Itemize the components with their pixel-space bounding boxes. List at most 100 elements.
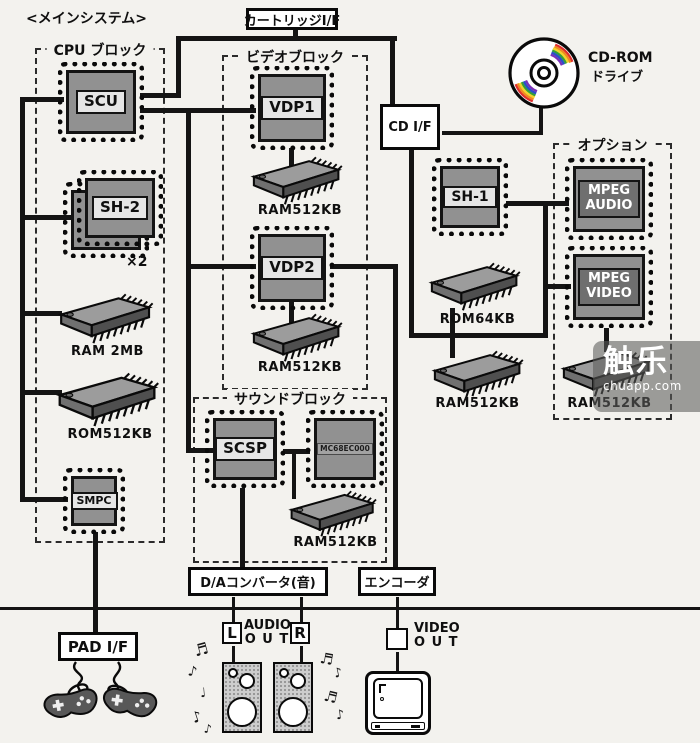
cdrom-drive-label-line2: ドライブ xyxy=(591,70,644,85)
connector-line xyxy=(140,93,181,98)
ram-2mb-label: RAM 2MB xyxy=(71,344,144,359)
connector-line xyxy=(450,308,455,358)
encoder-box: エンコーダ xyxy=(358,567,436,596)
connector-line xyxy=(409,333,548,338)
music-note-icon: ♬ xyxy=(322,686,340,708)
ram-512kb-sound-chip-icon xyxy=(283,490,383,538)
connector-line xyxy=(409,150,414,338)
watermark: 触乐 chuapp.com xyxy=(593,341,700,412)
video-out-title: VIDEO xyxy=(414,621,460,636)
scu-label: SCU xyxy=(76,90,126,114)
m68k-label: MC68EC000 xyxy=(317,442,373,456)
audio-out-subtitle: O U T xyxy=(244,632,290,647)
ram-512kb-cd-label: RAM512KB xyxy=(435,396,520,411)
connector-line xyxy=(300,597,303,624)
sh2-label: SH-2 xyxy=(91,196,149,220)
video-out-box xyxy=(386,628,408,650)
gamepad-right-icon xyxy=(103,687,158,718)
pad-if-box: PAD I/F xyxy=(58,632,138,661)
mpeg-audio-chip: MPEG AUDIO xyxy=(565,158,653,240)
sh1-label: SH-1 xyxy=(443,185,497,209)
music-note-icon: ♩ xyxy=(199,685,207,702)
da-converter-box: D/Aコンバータ(音) xyxy=(188,567,328,596)
watermark-brand: 触乐 xyxy=(603,344,669,380)
sh1-chip: SH-1 xyxy=(432,158,508,236)
music-note-icon: ♪ xyxy=(203,721,213,737)
connector-line xyxy=(289,301,294,323)
rom-512kb-chip-icon xyxy=(52,372,164,428)
cd-if-box: CD I/F xyxy=(380,104,440,150)
connector-line xyxy=(186,108,191,453)
sound-block: サウンドブロック xyxy=(193,389,387,563)
tv-icon xyxy=(365,671,431,735)
ram-512kb-sound-label: RAM512KB xyxy=(293,535,378,550)
gamepads-icon xyxy=(43,661,158,718)
connector-line xyxy=(20,97,25,502)
connector-line xyxy=(604,328,609,352)
connector-line xyxy=(186,264,256,269)
connector-line xyxy=(140,108,256,113)
vdp2-label: VDP2 xyxy=(261,256,323,280)
vdp1-chip: VDP1 xyxy=(250,66,334,150)
smpc-label: SMPC xyxy=(70,491,118,511)
connector-line xyxy=(20,97,64,102)
rom-64kb-label: ROM64KB xyxy=(439,312,516,327)
connector-line xyxy=(186,448,213,453)
scu-die: SCU xyxy=(66,70,136,134)
scu-chip: SCU xyxy=(58,62,144,142)
connector-line xyxy=(543,284,571,289)
io-separator-line xyxy=(0,607,700,610)
connector-line xyxy=(232,597,235,624)
connector-line xyxy=(390,36,395,106)
audio-left-box: L xyxy=(222,622,242,644)
connector-line xyxy=(293,28,298,38)
cdrom-drive-label-line1: CD-ROM xyxy=(588,50,653,66)
scsp-chip: SCSP xyxy=(205,410,285,488)
scsp-label: SCSP xyxy=(215,437,275,461)
ram-512kb-vdp2-chip-icon xyxy=(245,313,349,363)
ram-512kb-vdp1-chip-icon xyxy=(245,156,349,206)
video-block-label: ビデオブロック xyxy=(239,47,351,67)
ram-2mb-chip-icon xyxy=(52,293,160,345)
audio-right-box: R xyxy=(290,622,310,644)
connector-line xyxy=(289,148,294,168)
sound-block-label: サウンドブロック xyxy=(227,389,353,409)
connector-line xyxy=(539,103,543,133)
connector-line xyxy=(176,36,397,41)
audio-out-title: AUDIO xyxy=(244,618,291,633)
connector-line xyxy=(93,532,98,634)
speaker-left-icon xyxy=(222,662,262,733)
connector-line xyxy=(20,311,62,316)
mpeg-audio-label: MPEG AUDIO xyxy=(577,180,641,218)
connector-line xyxy=(506,201,569,206)
ram-512kb-cd-chip-icon xyxy=(424,350,532,400)
connector-line xyxy=(396,652,399,674)
vdp1-label: VDP1 xyxy=(261,96,323,120)
rom-64kb-chip-icon xyxy=(424,262,526,312)
smpc-chip: SMPC xyxy=(63,468,125,534)
video-out-subtitle: O U T xyxy=(414,635,459,650)
option-block: オプション xyxy=(553,135,672,420)
speaker-right-icon xyxy=(273,662,313,733)
gamepad-left-icon xyxy=(43,688,98,718)
ram-512kb-vdp2-label: RAM512KB xyxy=(257,360,343,375)
connector-line xyxy=(20,215,75,220)
vdp2-chip: VDP2 xyxy=(250,226,334,310)
page-title: <メインシステム> xyxy=(26,11,148,27)
connector-line xyxy=(442,131,543,135)
connector-line xyxy=(20,497,68,502)
cartridge-if-box: カートリッジI/F xyxy=(244,8,340,30)
mpeg-video-chip: MPEG VIDEO xyxy=(565,246,653,328)
connector-line xyxy=(330,264,398,269)
connector-line xyxy=(240,488,245,569)
music-note-icon: ♪ xyxy=(335,707,346,724)
rom-512kb-label: ROM512KB xyxy=(67,427,153,442)
cpu-block-label: CPU ブロック xyxy=(46,40,154,60)
connector-line xyxy=(232,646,235,663)
connector-line xyxy=(292,451,296,499)
music-note-icon: ♪ xyxy=(332,665,344,682)
connector-line xyxy=(300,646,303,663)
mpeg-video-label: MPEG VIDEO xyxy=(578,268,640,306)
music-note-icon: ♪ xyxy=(186,663,199,681)
